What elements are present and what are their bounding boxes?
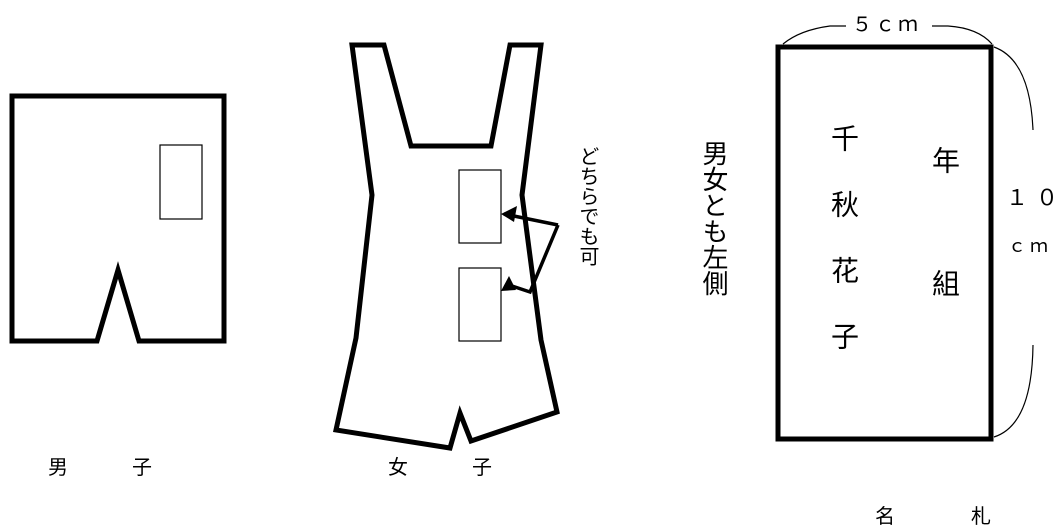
- width-label: ５ｃｍ: [852, 12, 921, 36]
- height-dimension-brace: [993, 46, 1034, 438]
- girl-apron-outline: [332, 42, 560, 451]
- sample-name: 千秋花子: [827, 124, 860, 388]
- name-tag-caption: 名 札: [875, 504, 1019, 528]
- arrowhead-lower: [501, 276, 516, 291]
- height-value: １０: [1006, 186, 1058, 211]
- name-tag-box: [775, 44, 994, 442]
- girl-caption: 女 子: [388, 455, 514, 479]
- arrowhead-upper: [501, 206, 517, 222]
- either-ok-note: どちらでも可: [576, 146, 600, 266]
- left-side-note: 男女とも左側: [698, 140, 728, 296]
- girl-name-tag-position-lower: [458, 267, 502, 342]
- class-label: 年組: [928, 146, 961, 392]
- boy-caption: 男 子: [48, 455, 174, 479]
- boy-apron-outline: [9, 93, 227, 344]
- boy-name-tag-position: [159, 144, 203, 220]
- height-unit: ｃｍ: [1008, 236, 1052, 257]
- width-dimension-brace: [782, 25, 993, 45]
- girl-name-tag-position-upper: [458, 169, 502, 244]
